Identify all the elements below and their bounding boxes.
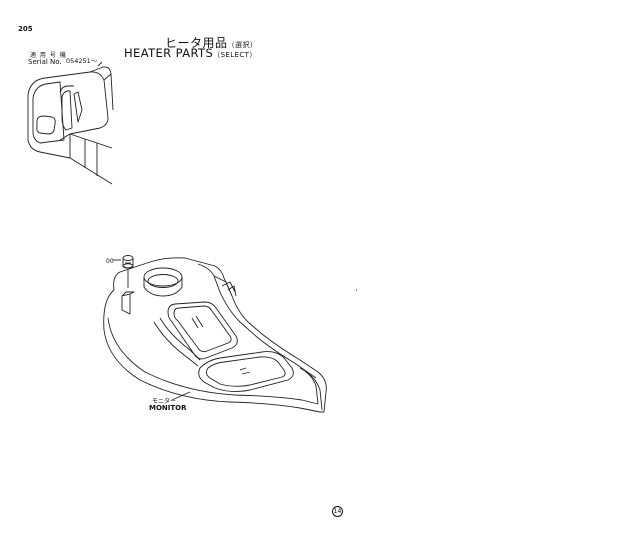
part-ref-label: 00 (106, 258, 114, 265)
page-title-english: HEATER PARTS（SELECT） (124, 46, 257, 60)
serial-label-japanese: 適 用 号 機 (30, 52, 67, 59)
title-jp-select: （選択） (227, 41, 258, 49)
monitor-label-english: MONITOR (149, 404, 187, 412)
monitor-leader-line (171, 391, 191, 401)
page-number: 205 (18, 25, 33, 33)
title-jp-text: ヒータ用品 (165, 36, 228, 50)
page-title-japanese: ヒータ用品（選択） (165, 34, 258, 51)
monitor-label-japanese: モニター (152, 398, 177, 405)
cab-thumbnail-illustration (27, 61, 114, 185)
serial-number-range: 054251～ (66, 57, 98, 65)
title-en-text: HEATER PARTS (124, 46, 214, 60)
title-en-select: （SELECT） (213, 51, 257, 59)
serial-label-english: Serial No. (28, 58, 62, 66)
corner-circle-mark: 14 (332, 506, 343, 517)
part-00-fastener (113, 255, 134, 288)
monitor-housing-illustration (103, 257, 327, 413)
